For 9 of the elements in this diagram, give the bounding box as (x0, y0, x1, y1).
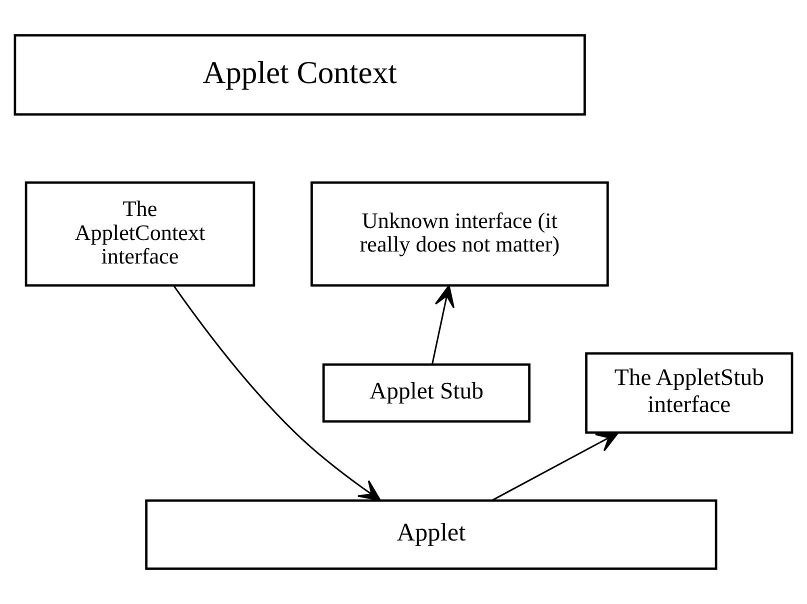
node-box: Applet Context (14, 34, 586, 116)
arrow (173, 285, 381, 502)
arrow (431, 284, 455, 365)
node-box: Applet Stub (322, 363, 530, 423)
node-box: Unknown interface (it really does not matter) (310, 181, 609, 287)
node-box: The AppletStub interface (585, 352, 794, 434)
node-box: Applet (145, 499, 718, 570)
arrow (491, 432, 619, 502)
node-box: The AppletContext interface (24, 181, 256, 287)
